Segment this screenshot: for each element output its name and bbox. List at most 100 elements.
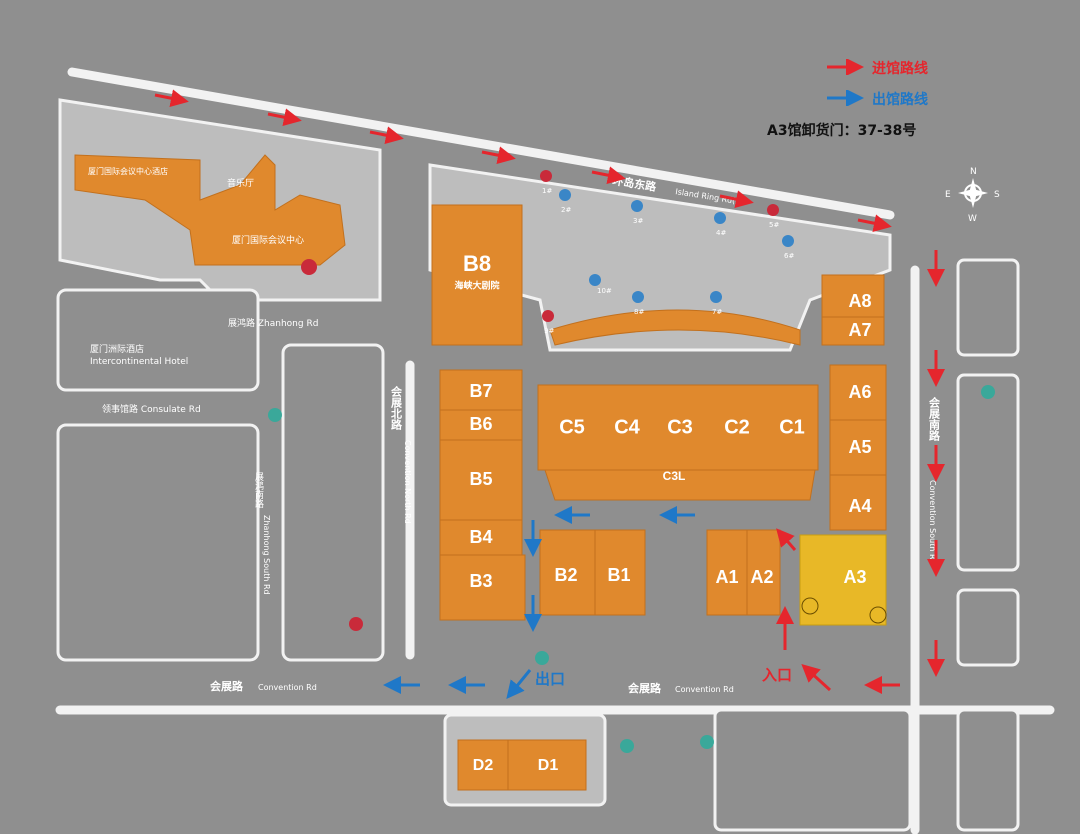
hotel-block — [56, 288, 260, 392]
enter-arrow — [801, 663, 832, 692]
hall-label-B4: B4 — [469, 527, 492, 547]
hall-label-B2: B2 — [554, 565, 577, 585]
hall-label-C4: C4 — [614, 416, 640, 438]
parking-label: 4# — [716, 229, 726, 237]
enter-arrow — [719, 190, 754, 209]
hall-A4-shape — [829, 474, 887, 531]
block-right-1 — [956, 258, 1020, 357]
metro-icon — [700, 735, 714, 749]
hall-label-A8: A8 — [848, 291, 871, 311]
hotel-label: 厦门国际会议中心酒店 — [88, 166, 168, 176]
parking-pin-icon — [542, 310, 554, 322]
zhanhong-south-en-label: Zhanhong South Rd — [262, 515, 271, 595]
compass-n: N — [970, 167, 977, 177]
block-right-2 — [956, 373, 1020, 572]
block-left-1 — [56, 423, 260, 662]
parking-p-icon — [801, 597, 819, 615]
enter-route-arrows — [154, 89, 945, 694]
hall-A1-shape — [706, 529, 748, 616]
hall-label-A3: A3 — [843, 567, 866, 587]
hall-A7-shape — [821, 316, 885, 346]
hall-B6-shape — [439, 409, 523, 441]
convention-north-cn-label: 会展北路 — [390, 385, 404, 431]
hall-label-B1: B1 — [607, 565, 630, 585]
legend: 进馆路线 出馆路线 A3馆卸货门：37-38号 — [767, 55, 1070, 145]
atrium-arc — [549, 309, 801, 346]
hall-label-B8: B8 — [463, 251, 491, 276]
building-labels: 厦门国际会议中心酒店 音乐厅 厦门国际会议中心 厦门洲际酒店 Intercont… — [88, 166, 304, 367]
hall-B7-shape — [439, 369, 523, 411]
hall-D1-shape — [507, 739, 587, 791]
hall-B1-shape — [594, 529, 646, 616]
parking-label: 9# — [544, 327, 554, 335]
parking-pin-icon — [767, 204, 779, 216]
metro-icon — [268, 408, 282, 422]
hall-label-C2: C2 — [724, 416, 750, 438]
hall-label-D2: D2 — [473, 757, 494, 774]
convention-south-en-label: Convention South Rd — [928, 480, 937, 565]
parking-label: 10# — [597, 287, 612, 295]
enter-arrow — [267, 108, 302, 127]
conference-center-building — [74, 154, 346, 266]
hall-C3L-shape — [544, 469, 816, 501]
enter-arrow — [776, 528, 797, 551]
halls — [74, 154, 887, 791]
road-labels: 环岛东路 Island Ring Rd(E) 展鸿路 Zhanhong Rd 领… — [102, 173, 941, 695]
hall-label-C5: C5 — [559, 416, 585, 438]
hall-B3-shape — [439, 554, 526, 621]
hall-B2-shape — [539, 529, 596, 616]
parking-pin-icon — [540, 170, 552, 182]
a3-unload-gate-label: A3馆卸货门：37-38号 — [767, 123, 917, 139]
hall-B4-shape — [439, 519, 523, 556]
convention-rd-right-label: 会展路 — [628, 681, 662, 695]
compass-s: S — [994, 190, 1000, 200]
intercontinental-en-label: Intercontinental Hotel — [90, 357, 188, 367]
parking-pin-icon — [589, 274, 601, 286]
convention-north-en-label: Convention North Rd — [403, 440, 412, 524]
parking-p-icon — [301, 259, 317, 275]
metro-icon — [981, 385, 995, 399]
parking-pin-icon — [782, 235, 794, 247]
hall-label-C3: C3 — [667, 416, 693, 438]
parking-label: 1# — [542, 187, 552, 195]
zhanhong-label: 展鸿路 Zhanhong Rd — [228, 317, 318, 329]
exit-route-label: 出馆路线 — [872, 92, 928, 108]
parking-label: 3# — [633, 217, 643, 225]
consulate-label: 领事馆路 Consulate Rd — [102, 403, 201, 415]
hall-labels: B8 海峡大剧院 B7 B6 B5 B4 B3 B2 B1 C5 C4 C3 C… — [454, 251, 871, 774]
zhanhong-south-cn-label: 展鸿南路 — [253, 472, 264, 509]
hall-label-A5: A5 — [848, 437, 871, 457]
enter-arrow — [481, 146, 516, 165]
parking-label: 2# — [561, 206, 571, 214]
hall-label-D1: D1 — [538, 757, 559, 774]
exit-arrow — [506, 669, 532, 699]
parking-pins: 1# 2# 3# 4# 5# 6# 7# 8# 9# 10# — [268, 170, 995, 753]
hall-A8-shape — [821, 274, 885, 318]
parking-label: 5# — [769, 221, 779, 229]
parking-label: 7# — [712, 308, 722, 316]
conference-center-label: 厦门国际会议中心 — [232, 234, 304, 246]
enter-arrow — [591, 166, 626, 185]
enter-route-label: 进馆路线 — [872, 61, 928, 77]
entrance-gate-label: 入口 — [762, 666, 792, 684]
hall-A5-shape — [829, 419, 887, 476]
enter-arrow — [154, 89, 189, 108]
hall-label-A7: A7 — [848, 320, 871, 340]
parking-p-icon — [869, 606, 887, 624]
exit-gate-label: 出口 — [535, 670, 565, 688]
compass-e: E — [945, 190, 951, 200]
hall-label-B7: B7 — [469, 381, 492, 401]
hall-label-C1: C1 — [779, 416, 805, 438]
block-right-4 — [956, 708, 1020, 832]
hall-D2-shape — [457, 739, 509, 791]
hall-label-A1: A1 — [715, 567, 738, 587]
parking-label: 8# — [634, 308, 644, 316]
enter-arrow — [369, 126, 404, 145]
hall-label-A6: A6 — [848, 382, 871, 402]
convention-south-cn-label: 会展南路 — [928, 396, 942, 442]
parking-pin-icon — [710, 291, 722, 303]
hall-B5-shape — [439, 439, 523, 521]
metro-icon — [535, 651, 549, 665]
